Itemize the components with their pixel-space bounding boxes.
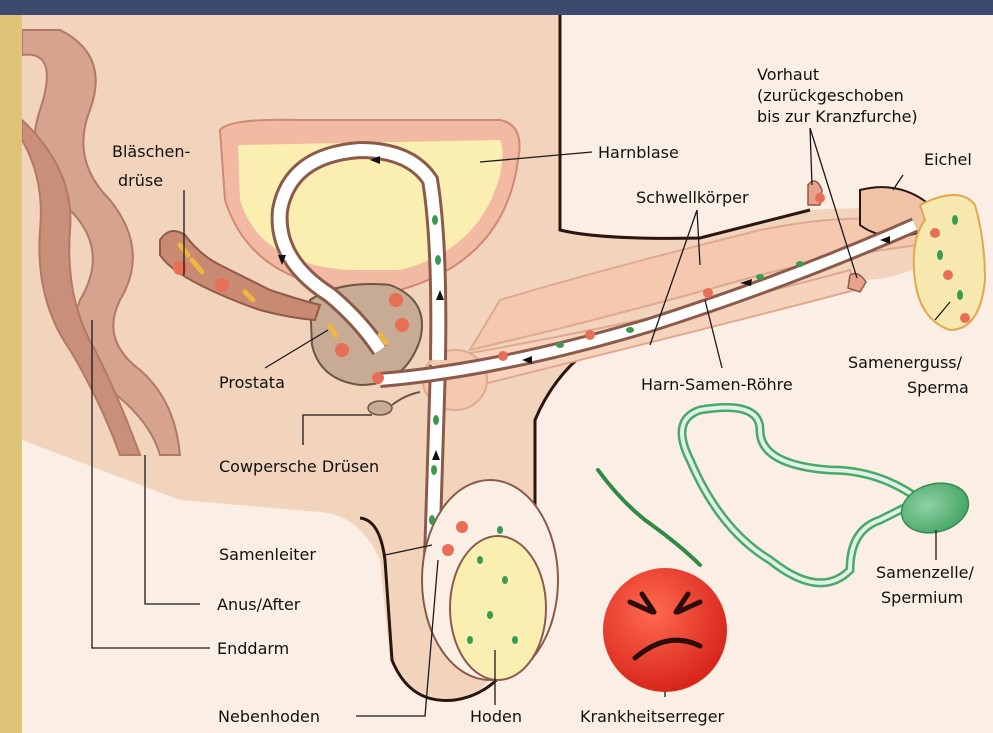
label-samenzelle-1: Samenzelle/ (876, 563, 975, 582)
label-cowpersche: Cowpersche Drüsen (219, 457, 379, 476)
label-hoden: Hoden (470, 707, 522, 726)
label-samenzelle-2: Spermium (881, 588, 963, 607)
anatomy-illustration: Harnblase Bläschen- drüse Vorhaut (zurüc… (22, 15, 993, 733)
label-samenerguss-2: Sperma (907, 378, 969, 397)
cowper-gland (368, 401, 392, 415)
label-samenerguss-1: Samenerguss/ (848, 353, 963, 372)
label-krankheitserreger: Krankheitserreger (580, 707, 725, 726)
label-anus: Anus/After (217, 595, 301, 614)
side-strip (0, 15, 22, 733)
pathogen-face (603, 568, 727, 692)
label-enddarm: Enddarm (217, 639, 289, 658)
sperm-cell-illustration (682, 408, 974, 583)
label-samenleiter: Samenleiter (219, 545, 316, 564)
label-prostata: Prostata (219, 373, 285, 392)
header-bar (0, 0, 993, 15)
pathogen-filament (598, 470, 700, 565)
label-vorhaut-2: (zurückgeschoben (757, 86, 904, 105)
label-blaeschendruese-2: drüse (118, 171, 163, 190)
label-vorhaut-1: Vorhaut (757, 65, 819, 84)
label-vorhaut-3: bis zur Kranzfurche) (757, 107, 918, 126)
label-nebenhoden: Nebenhoden (218, 707, 320, 726)
label-blaeschendruese-1: Bläschen- (112, 142, 190, 161)
ejaculate (914, 195, 985, 330)
label-schwellkoerper: Schwellkörper (636, 188, 749, 207)
testis (422, 480, 558, 680)
label-harn-samen-roehre: Harn-Samen-Röhre (641, 375, 793, 394)
label-eichel: Eichel (924, 150, 972, 169)
label-harnblase: Harnblase (598, 143, 679, 162)
